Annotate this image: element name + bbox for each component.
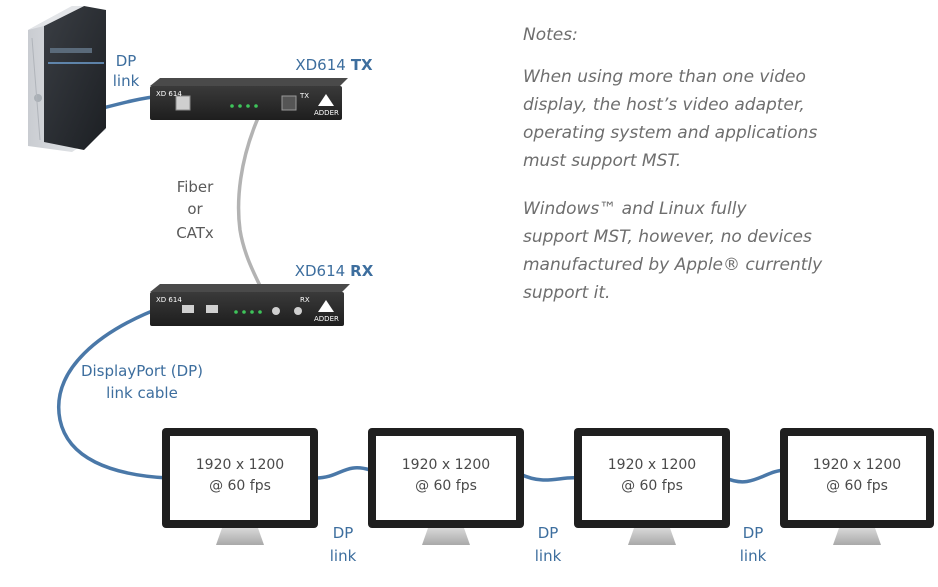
rx-top-face <box>150 284 350 292</box>
dp-link-cable-3-4 <box>725 468 787 484</box>
dp-link-label-1: DP link <box>330 524 357 565</box>
monitor-stand <box>833 528 881 545</box>
notes-p1-line4: must support MST. <box>523 151 681 171</box>
dp-link-label-line1: DP <box>116 52 137 70</box>
monitor-resolution: 1920 x 1200 <box>402 457 490 473</box>
monitor-stand <box>216 528 264 545</box>
dp-link-label-2: DP link <box>535 524 562 565</box>
dp-link-label-line1: DP <box>333 524 354 542</box>
monitor-2: 1920 x 1200 @ 60 fps <box>368 428 524 545</box>
rx-panel-mark: RX <box>300 296 310 304</box>
xd614-rx-device: XD 614 RX ADDER <box>150 284 350 326</box>
tx-device-label: XD614 TX <box>295 56 373 74</box>
pc-side-line <box>31 37 41 141</box>
dp-cable-label-line2: link cable <box>106 384 178 402</box>
monitor-4: 1920 x 1200 @ 60 fps <box>780 428 934 545</box>
fiber-label-line3: CATx <box>176 224 214 242</box>
monitor-rate: @ 60 fps <box>826 478 888 494</box>
notes-p2-line3: manufactured by Apple® currently <box>523 255 823 275</box>
tx-top-face <box>150 78 348 86</box>
dp-link-label-line2: link <box>113 72 140 90</box>
notes-p2-line1: Windows™ and Linux fully <box>523 199 747 219</box>
monitor-screen <box>170 436 310 520</box>
notes-p2-line2: support MST, however, no devices <box>523 227 812 247</box>
tx-led-4 <box>254 104 258 108</box>
displayport-link-cable <box>57 304 169 480</box>
rx-headphone-jack <box>294 307 302 315</box>
rx-usb-port-2 <box>206 305 218 313</box>
monitor-screen <box>582 436 722 520</box>
rx-adder-logo-icon <box>318 300 334 312</box>
rx-usb-port-1 <box>182 305 194 313</box>
monitor-rate: @ 60 fps <box>209 478 271 494</box>
dp-link-label-line2: link <box>535 547 562 565</box>
rx-suffix-text: RX <box>350 262 374 280</box>
tx-led-1 <box>230 104 234 108</box>
dp-link-label-line2: link <box>740 547 767 565</box>
tx-panel-brand: XD 614 <box>156 90 182 98</box>
pc-front-panel <box>44 6 106 150</box>
monitor-rate: @ 60 fps <box>621 478 683 494</box>
monitor-screen <box>376 436 516 520</box>
xd614-tx-device: XD 614 TX ADDER <box>150 78 348 120</box>
pc-top <box>28 6 84 30</box>
fiber-cable <box>236 117 264 291</box>
rx-device-label: XD614 RX <box>295 262 374 280</box>
monitor-stand <box>628 528 676 545</box>
tx-suffix-text: TX <box>351 56 373 74</box>
rx-led-3 <box>250 310 254 314</box>
pc-drive-bay <box>50 48 92 53</box>
fiber-label-line1: Fiber <box>177 178 214 196</box>
dp-link-cable-2-3 <box>519 472 579 482</box>
monitor-resolution: 1920 x 1200 <box>608 457 696 473</box>
rx-mic-jack <box>272 307 280 315</box>
dp-link-label-line2: link <box>330 547 357 565</box>
notes-p1-line1: When using more than one video <box>523 67 806 87</box>
tx-adder-logo-icon <box>318 94 334 106</box>
displayport-cable-label: DisplayPort (DP) link cable <box>81 362 203 402</box>
dp-link-label-top: DP link <box>113 52 140 90</box>
dp-link-label-line1: DP <box>538 524 559 542</box>
tx-model-text: XD614 <box>295 56 345 74</box>
dp-link-label-3: DP link <box>740 524 767 565</box>
tx-led-2 <box>238 104 242 108</box>
notes-block: Notes: When using more than one video di… <box>523 25 823 303</box>
tx-rj45-port <box>175 95 191 111</box>
rx-led-2 <box>242 310 246 314</box>
notes-p1-line3: operating system and applications <box>523 123 817 143</box>
rx-led-4 <box>258 310 262 314</box>
rx-front-face <box>150 292 344 326</box>
notes-p1-line2: display, the host’s video adapter, <box>523 95 805 115</box>
notes-heading: Notes: <box>523 25 578 45</box>
host-computer <box>28 6 106 152</box>
monitor-3: 1920 x 1200 @ 60 fps <box>574 428 730 545</box>
tx-brand-mark: ADDER <box>314 109 339 117</box>
dp-link-cable-1-2 <box>315 466 371 480</box>
rx-panel-brand: XD 614 <box>156 296 182 304</box>
tx-led-3 <box>246 104 250 108</box>
monitor-resolution: 1920 x 1200 <box>196 457 284 473</box>
pc-power-button <box>34 94 42 102</box>
fiber-label-line2: or <box>187 200 203 218</box>
dp-cable-label-line1: DisplayPort (DP) <box>81 362 203 380</box>
monitor-stand <box>422 528 470 545</box>
rx-led-1 <box>234 310 238 314</box>
tx-front-face <box>150 86 342 120</box>
fiber-label: Fiber or CATx <box>176 178 214 242</box>
dp-link-label-line1: DP <box>743 524 764 542</box>
monitor-1: 1920 x 1200 @ 60 fps <box>162 428 318 545</box>
monitor-screen <box>788 436 926 520</box>
rx-model-text: XD614 <box>295 262 345 280</box>
rx-brand-mark: ADDER <box>314 315 339 323</box>
monitor-resolution: 1920 x 1200 <box>813 457 901 473</box>
notes-p2-line4: support it. <box>523 283 610 303</box>
tx-panel-mark: TX <box>299 92 309 100</box>
tx-sfp-port <box>281 95 297 111</box>
monitor-rate: @ 60 fps <box>415 478 477 494</box>
